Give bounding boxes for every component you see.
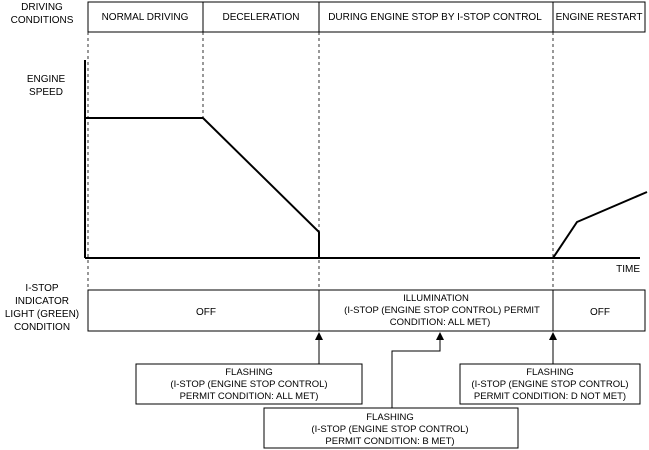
callout-line: (I-STOP (ENGINE STOP CONTROL): [311, 424, 468, 435]
phase-engine-restart: ENGINE RESTART: [556, 12, 643, 23]
callout-box: [135, 363, 363, 405]
driving-conditions-label: DRIVING CONDITIONS: [11, 2, 74, 26]
engine-speed-trace-restart: [552, 191, 648, 259]
callout-line: (I-STOP (ENGINE STOP CONTROL): [471, 379, 628, 390]
driving-conditions-label-line: CONDITIONS: [11, 15, 74, 26]
callout-line: PERMIT CONDITION: D NOT MET): [474, 391, 626, 402]
phase-guide-lines: [87, 32, 554, 290]
callout-b-met: FLASHING (I-STOP (ENGINE STOP CONTROL) P…: [263, 407, 519, 449]
callout-line: FLASHING: [366, 412, 414, 423]
indicator-state-illumination-line: (I-STOP (ENGINE STOP CONTROL) PERMIT: [344, 305, 540, 316]
indicator-row-frame: [87, 289, 646, 332]
callout-all-met: FLASHING (I-STOP (ENGINE STOP CONTROL) P…: [135, 363, 363, 405]
driving-conditions-label-line: DRIVING: [21, 2, 63, 13]
engine-speed-label-line: ENGINE: [27, 74, 66, 85]
indicator-state-illumination-line: CONDITION: ALL MET): [390, 317, 490, 328]
time-axis-label: TIME: [616, 264, 640, 275]
callout-line: FLASHING: [526, 367, 574, 378]
callout-d-not-met: FLASHING (I-STOP (ENGINE STOP CONTROL) P…: [459, 363, 641, 405]
indicator-state-off: OFF: [196, 307, 216, 318]
callout-box: [459, 363, 641, 405]
indicator-label-line: I-STOP: [25, 283, 58, 294]
callout-line: PERMIT CONDITION: B MET): [325, 436, 454, 447]
callout-box: [263, 407, 519, 449]
engine-speed-trace-stop: [86, 117, 320, 258]
phase-engine-stop: DURING ENGINE STOP BY I-STOP CONTROL: [328, 12, 542, 23]
indicator-state-illumination-line: ILLUMINATION: [403, 293, 469, 304]
indicator-label-line: CONDITION: [14, 322, 70, 333]
indicator-label-line: INDICATOR: [15, 296, 69, 307]
phase-header-frame: [87, 1, 646, 33]
callout-line: FLASHING: [225, 367, 273, 378]
callout-line: (I-STOP (ENGINE STOP CONTROL): [170, 379, 327, 390]
engine-speed-label-line: SPEED: [29, 87, 63, 98]
callout-line: PERMIT CONDITION: ALL MET): [180, 391, 319, 402]
callout-arrows: [315, 332, 557, 408]
indicator-condition-label: I-STOP INDICATOR LIGHT (GREEN) CONDITION: [5, 283, 79, 333]
phase-normal-driving: NORMAL DRIVING: [102, 12, 189, 23]
indicator-label-line: LIGHT (GREEN): [5, 309, 79, 320]
indicator-state-off-restart: OFF: [590, 307, 610, 318]
phase-deceleration: DECELERATION: [222, 12, 299, 23]
engine-speed-label: ENGINE SPEED: [27, 74, 66, 98]
phase-header: NORMAL DRIVING DECELERATION DURING ENGIN…: [87, 1, 646, 33]
arrow-b-met: [391, 332, 444, 408]
indicator-row: OFF ILLUMINATION (I-STOP (ENGINE STOP CO…: [87, 289, 646, 332]
